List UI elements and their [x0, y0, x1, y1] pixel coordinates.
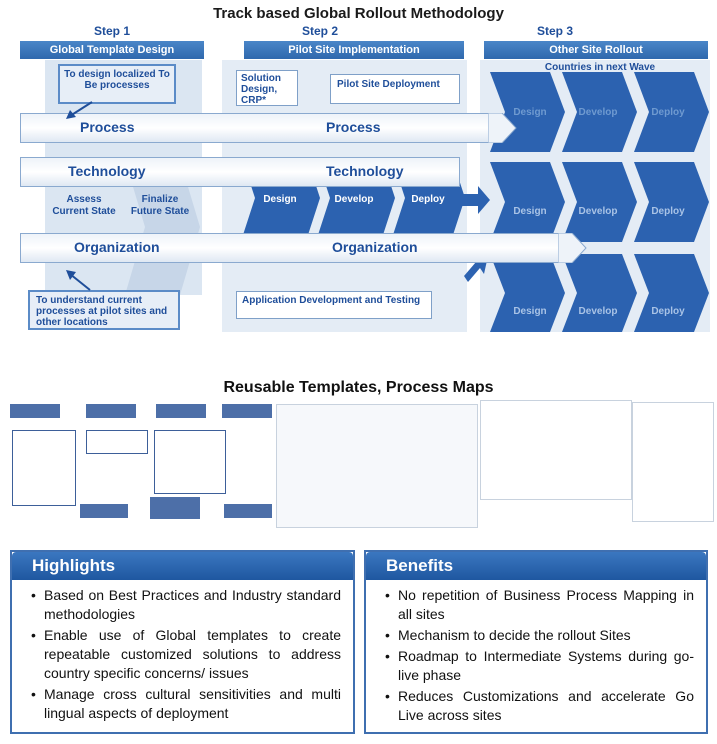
pointer-arrow-icon-2	[66, 270, 91, 291]
bullet-dot-icon: •	[385, 627, 390, 643]
bullet-dot-icon: •	[385, 587, 390, 603]
step-3-design-label-1: Design	[513, 107, 547, 118]
benefits-item: •No repetition of Business Process Mappi…	[385, 587, 694, 622]
step-2-label: Step 2	[301, 24, 338, 38]
step-3-deploy-label-1: Deploy	[651, 107, 685, 118]
highlights-item: •Based on Best Practices and Industry st…	[31, 587, 341, 622]
finalize-future-state: Finalize Future State	[130, 194, 190, 217]
benefits-item: •Roadmap to Intermediate Systems during …	[385, 648, 694, 683]
bullet-dot-icon: •	[31, 627, 36, 643]
process-flow-thumbnail	[10, 402, 272, 528]
benefits-item: •Mechanism to decide the rollout Sites	[385, 627, 631, 643]
process-track	[20, 113, 490, 143]
step-3-design-label-3: Design	[513, 306, 547, 317]
step-2-deploy-label: Deploy	[411, 194, 445, 205]
bullet-dot-icon: •	[31, 587, 36, 603]
solution-design-note: Solution Design, CRP*	[236, 70, 298, 106]
step-2-develop-label: Develop	[334, 194, 374, 205]
step-3-label: Step 3	[536, 24, 573, 38]
benefits-item: •Reduces Customizations and accelerate G…	[385, 688, 694, 723]
assess-current-state: Assess Current State	[52, 194, 116, 217]
organization-track	[20, 233, 560, 263]
bullet-dot-icon: •	[385, 688, 390, 704]
step-1-header: Global Template Design	[20, 41, 204, 59]
step-2-header: Pilot Site Implementation	[244, 41, 464, 59]
bill-of-lading-thumbnail	[480, 400, 632, 500]
highlights-list: •Based on Best Practices and Industry st…	[12, 580, 353, 723]
design-localized-note: To design localized To Be processes	[58, 64, 176, 104]
organization-label-2: Organization	[332, 239, 418, 255]
countries-next-wave: Countries in next Wave	[544, 62, 656, 73]
step-3-develop-label-2: Develop	[578, 206, 618, 217]
pointer-arrow-icon	[66, 101, 93, 119]
highlights-title: Highlights	[12, 552, 353, 580]
bullet-dot-icon: •	[385, 648, 390, 664]
document-thumbnail	[632, 402, 714, 522]
diagram-title: Track based Global Rollout Methodology	[213, 5, 504, 22]
pilot-deployment-note: Pilot Site Deployment	[330, 74, 460, 104]
module-setup-thumbnail	[276, 404, 478, 528]
organization-track-arrowhead	[558, 233, 587, 263]
step-2-design-label: Design	[263, 194, 297, 205]
step-3-deploy-label-3: Deploy	[651, 306, 685, 317]
technology-label-1: Technology	[68, 163, 146, 179]
step-3-develop-label-3: Develop	[578, 306, 618, 317]
process-label-2: Process	[326, 119, 381, 135]
technology-label-2: Technology	[326, 163, 404, 179]
highlights-item: •Enable use of Global templates to creat…	[31, 627, 341, 681]
benefits-title: Benefits	[366, 552, 706, 580]
step-3-header: Other Site Rollout	[484, 41, 708, 59]
benefits-list: •No repetition of Business Process Mappi…	[366, 580, 706, 725]
highlights-item: •Manage cross cultural sensitivities and…	[31, 686, 341, 721]
benefits-panel: Benefits •No repetition of Business Proc…	[364, 550, 708, 734]
step-3-design-label-2: Design	[513, 206, 547, 217]
highlights-panel: Highlights •Based on Best Practices and …	[10, 550, 355, 734]
process-label-1: Process	[80, 119, 135, 135]
technology-track	[20, 157, 460, 187]
bullet-dot-icon: •	[31, 686, 36, 702]
step-1-label: Step 1	[93, 24, 130, 38]
process-track-arrowhead	[488, 113, 517, 143]
app-dev-note: Application Development and Testing	[236, 291, 432, 319]
subtitle: Reusable Templates, Process Maps	[223, 379, 494, 396]
step-3-chevron-grid	[490, 72, 709, 332]
step-3-deploy-label-2: Deploy	[651, 206, 685, 217]
step-3-develop-label-1: Develop	[578, 107, 618, 118]
understand-current-note: To understand current processes at pilot…	[28, 290, 180, 330]
organization-label-1: Organization	[74, 239, 160, 255]
